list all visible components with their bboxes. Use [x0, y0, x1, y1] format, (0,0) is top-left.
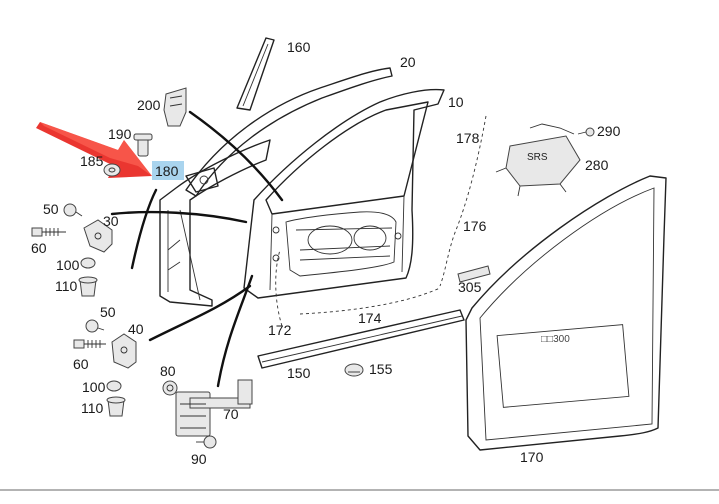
label-50a: 50 — [43, 201, 59, 217]
part-20-frame-seal — [185, 67, 393, 197]
part-150-sill-strip — [257, 309, 465, 369]
part-110a-cap — [78, 276, 98, 297]
part-60b-screw — [73, 339, 106, 349]
part-80-nut — [162, 380, 178, 396]
label-110b: 110 — [81, 400, 104, 416]
part-190-pin — [133, 133, 153, 157]
part-100a-bushing — [80, 257, 96, 269]
label-280: 280 — [585, 157, 609, 173]
label-60a: 60 — [31, 240, 47, 256]
label-150: 150 — [287, 365, 311, 381]
part-60a-screw — [31, 227, 66, 237]
label-176: 176 — [463, 218, 487, 234]
mirror-mount — [185, 167, 219, 193]
part-110b-cap — [106, 396, 126, 417]
part-280-srs-module: SRS — [495, 123, 581, 197]
part-160-trim-strip — [236, 37, 275, 111]
part-70-check-strap — [175, 379, 253, 437]
part-305-strip — [457, 265, 491, 283]
label-180: 180 — [155, 163, 179, 179]
red-pointer-arrow — [36, 122, 152, 178]
part-50b-bolt — [85, 319, 105, 333]
srs-sticker-text: SRS — [527, 152, 548, 163]
label-178: 178 — [456, 130, 480, 146]
label-155: 155 — [369, 361, 393, 377]
part-100b-bushing — [106, 380, 122, 392]
part-174-seal — [299, 287, 441, 315]
part-40-hinge — [111, 333, 137, 369]
label-10: 10 — [448, 94, 464, 110]
part-185-nut — [103, 163, 121, 177]
part-176-seal — [439, 115, 487, 287]
label-174: 174 — [358, 310, 382, 326]
part-10-door-shell — [243, 88, 445, 299]
label-172: 172 — [268, 322, 292, 338]
label-185: 185 — [80, 153, 104, 169]
part-30-hinge — [83, 219, 113, 253]
part-50a-bolt — [63, 203, 83, 217]
highlight-180 — [152, 161, 184, 180]
label-190: 190 — [108, 126, 132, 142]
part-155-clip — [344, 363, 364, 377]
label-90: 90 — [191, 451, 207, 467]
leader-lines — [110, 110, 284, 388]
label-40: 40 — [128, 321, 144, 337]
label-290: 290 — [597, 123, 621, 139]
label-20: 20 — [400, 54, 416, 70]
label-170: 170 — [520, 449, 544, 465]
part-170-door-panel: □□300 — [465, 175, 667, 451]
part-90-bolt — [196, 435, 217, 449]
label-100a: 100 — [56, 257, 80, 273]
label-70: 70 — [223, 406, 239, 422]
label-160: 160 — [287, 39, 311, 55]
label-110a: 110 — [55, 278, 78, 294]
label-305: 305 — [458, 279, 482, 295]
label-50b: 50 — [100, 304, 116, 320]
panel-text: □□300 — [541, 334, 570, 345]
part-172-seal — [275, 249, 283, 327]
part-200-bracket — [163, 87, 187, 127]
label-200: 200 — [137, 97, 161, 113]
label-60b: 60 — [73, 356, 89, 372]
label-30: 30 — [103, 213, 119, 229]
label-100b: 100 — [82, 379, 106, 395]
part-290-screw — [577, 127, 595, 137]
label-80: 80 — [160, 363, 176, 379]
